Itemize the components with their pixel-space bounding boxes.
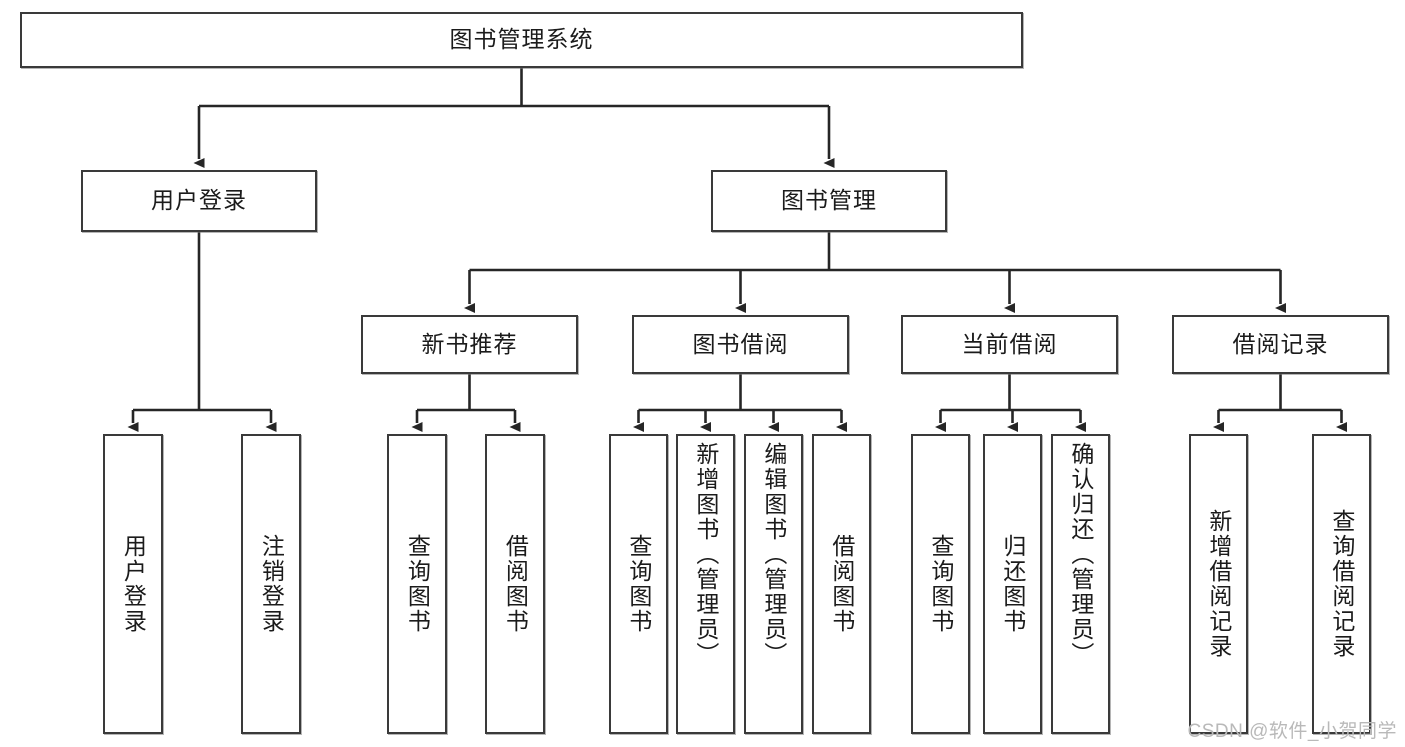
node-leaf-cur-query[interactable]: 查询图书 bbox=[911, 434, 970, 734]
node-leaf-rec-add[interactable]: 新增借阅记录 bbox=[1189, 434, 1248, 734]
node-label: 借阅图书 bbox=[828, 534, 855, 634]
node-borrow-record[interactable]: 借阅记录 bbox=[1172, 315, 1389, 374]
node-book-manage[interactable]: 图书管理 bbox=[711, 170, 947, 232]
node-label: 查询图书 bbox=[927, 534, 954, 634]
node-label: 确认归还（管理员） bbox=[1067, 442, 1094, 667]
node-leaf-cur-confirm[interactable]: 确认归还（管理员） bbox=[1051, 434, 1110, 734]
node-current-borrow[interactable]: 当前借阅 bbox=[901, 315, 1118, 374]
node-label: 归还图书 bbox=[999, 534, 1026, 634]
node-leaf-borrow-edit[interactable]: 编辑图书（管理员） bbox=[744, 434, 803, 734]
node-leaf-borrow-borrow[interactable]: 借阅图书 bbox=[812, 434, 871, 734]
node-leaf-borrow-query[interactable]: 查询图书 bbox=[609, 434, 668, 734]
node-label: 新书推荐 bbox=[421, 330, 518, 357]
node-label: 当前借阅 bbox=[961, 330, 1058, 357]
node-leaf-user-logout[interactable]: 注销登录 bbox=[241, 434, 301, 734]
node-label: 查询借阅记录 bbox=[1328, 509, 1355, 659]
node-leaf-borrow-add[interactable]: 新增图书（管理员） bbox=[676, 434, 735, 734]
node-label: 查询图书 bbox=[404, 534, 431, 634]
node-label: 查询图书 bbox=[625, 534, 652, 634]
node-book-borrow[interactable]: 图书借阅 bbox=[632, 315, 849, 374]
node-label: 借阅图书 bbox=[502, 534, 529, 634]
node-leaf-user-login[interactable]: 用户登录 bbox=[103, 434, 163, 734]
csdn-watermark: CSDN @软件_小贺同学 bbox=[1187, 721, 1397, 742]
node-leaf-rec-query2[interactable]: 查询借阅记录 bbox=[1312, 434, 1371, 734]
node-leaf-rec-borrow[interactable]: 借阅图书 bbox=[485, 434, 545, 734]
node-label: 图书管理 bbox=[781, 187, 877, 214]
node-new-book-recommend[interactable]: 新书推荐 bbox=[361, 315, 578, 374]
node-label: 新增借阅记录 bbox=[1205, 509, 1232, 659]
node-label: 图书借阅 bbox=[692, 330, 789, 357]
node-label: 编辑图书（管理员） bbox=[760, 442, 787, 667]
node-root[interactable]: 图书管理系统 bbox=[20, 12, 1023, 68]
node-label: 注销登录 bbox=[258, 534, 285, 634]
node-user-login[interactable]: 用户登录 bbox=[81, 170, 317, 232]
node-label: 新增图书（管理员） bbox=[692, 442, 719, 667]
node-label: 用户登录 bbox=[120, 534, 147, 634]
node-label: 图书管理系统 bbox=[449, 26, 594, 53]
node-label: 借阅记录 bbox=[1232, 330, 1329, 357]
node-leaf-cur-return[interactable]: 归还图书 bbox=[983, 434, 1042, 734]
node-label: 用户登录 bbox=[151, 187, 247, 214]
node-leaf-rec-query[interactable]: 查询图书 bbox=[387, 434, 447, 734]
